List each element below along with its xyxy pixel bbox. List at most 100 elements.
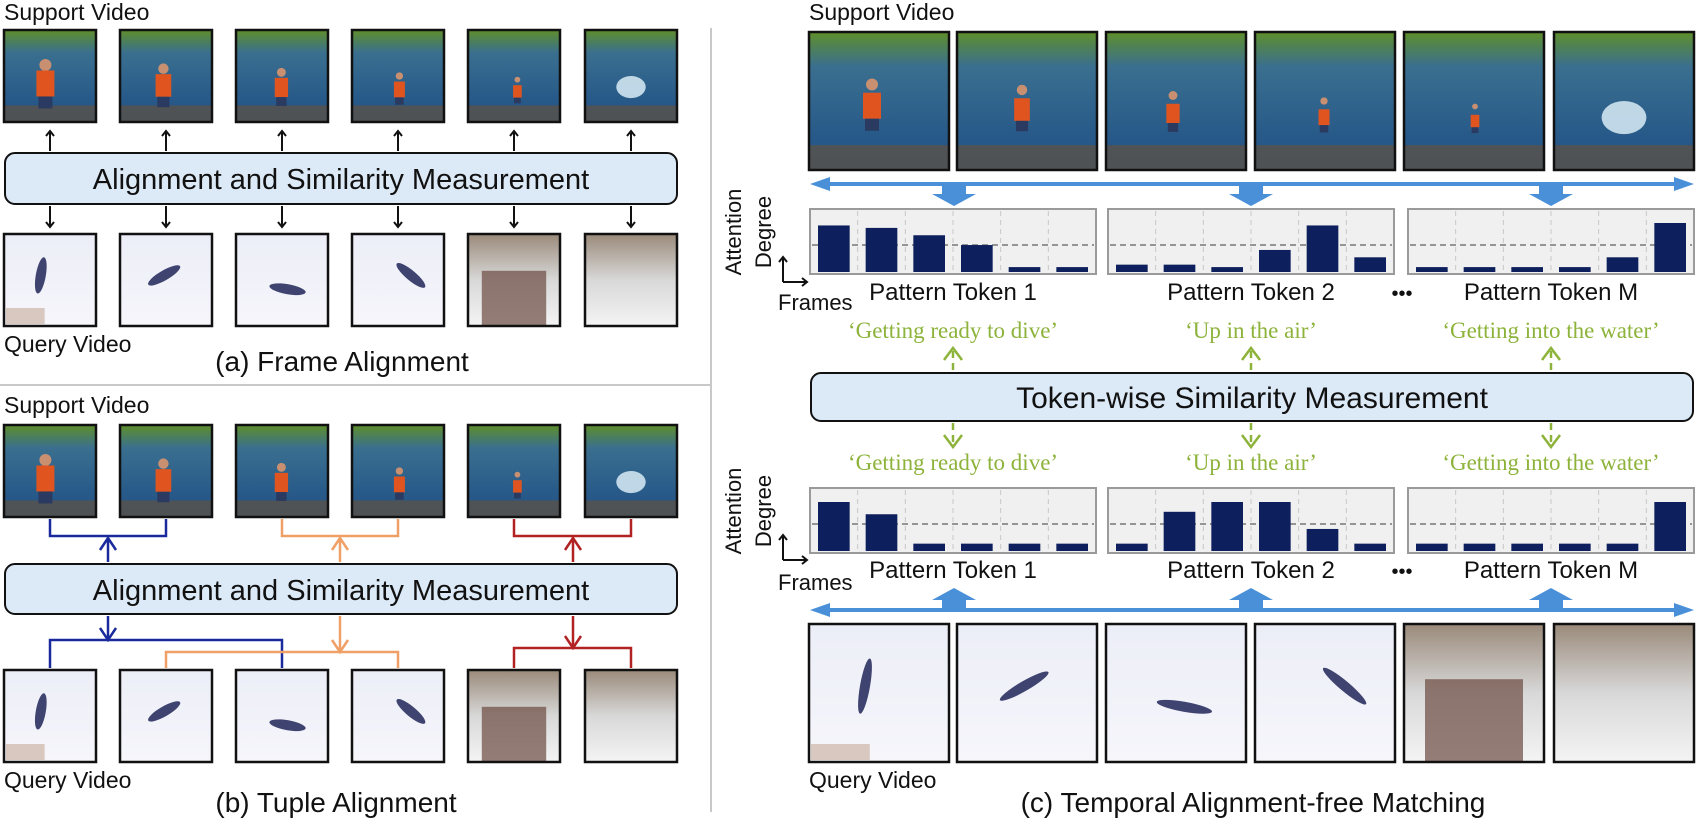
phase-label-top-m: ‘Getting into the water’ [1442,318,1659,343]
support-attention-chart-3 [1407,208,1695,275]
support-attention-bar-2-1 [1116,264,1148,272]
support-frame-c-2 [955,30,1099,172]
support-video-label-a: Support Video [4,0,149,25]
token-label-bottom-2: Pattern Token 2 [1167,557,1335,584]
query-attention-chart-3 [1407,487,1695,554]
phase-label-bottom-m: ‘Getting into the water’ [1442,450,1659,475]
support-frames-c [807,30,1696,172]
support-attention-bar-2-6 [1354,257,1386,272]
phase-label-bottom-1: ‘Getting ready to dive’ [848,450,1058,475]
query-frame-c-4 [1253,622,1397,764]
attention-charts-query [809,487,1695,554]
alignment-box-label-a: Alignment and Similarity Measurement [93,164,589,196]
query-attention-chart-2 [1107,487,1395,554]
support-attention-bar-3-3 [1511,267,1543,272]
support-frame-a-4 [350,28,446,124]
query-frame-a-6 [583,232,679,328]
panel-c: Support Video Attention Degree Frames Pa… [721,0,1696,818]
query-bracket-b-1 [48,638,284,668]
support-frame-a-3 [234,28,330,124]
support-frame-b-1 [2,423,98,519]
support-attention-bar-1-3 [913,235,945,272]
support-frame-a-1 [2,28,98,124]
support-attention-chart-2 [1107,208,1395,275]
support-frame-b-2 [118,423,214,519]
support-frame-c-1 [807,30,951,172]
panel-a: Support Video Alignment and Similarity M… [2,0,679,377]
query-frame-b-3 [234,668,330,764]
axis-label-frames-top: Frames [778,290,853,315]
support-video-label-c: Support Video [809,0,954,25]
query-attention-chart-1 [809,487,1097,554]
alignment-box-a [4,152,678,205]
token-similarity-box [810,372,1694,422]
token-label-top-m: Pattern Token M [1464,279,1638,306]
phase-matching-arrows [943,345,1561,450]
query-frame-a-2 [118,232,214,328]
query-frame-a-5 [466,232,562,328]
support-frame-b-4 [350,423,446,519]
axis-label-degree-top: Degree [751,196,776,268]
support-bracket-b-3 [512,519,633,538]
support-attention-bar-3-4 [1559,267,1591,272]
support-attention-bar-1-1 [818,225,850,272]
caption-b: (b) Tuple Alignment [215,787,456,818]
alignment-box-label-b: Alignment and Similarity Measurement [93,575,589,607]
support-attention-bar-3-6 [1654,223,1686,272]
attention-charts-support [809,208,1695,275]
query-attention-bar-2-5 [1306,528,1339,551]
query-attention-bar-2-6 [1354,543,1386,551]
query-attention-bar-2-3 [1211,502,1243,551]
query-attention-bar-3-1 [1416,543,1448,551]
query-blue-arrow [810,588,1694,617]
query-attention-bar-1-5 [1008,543,1041,551]
support-attention-bar-1-5 [1008,267,1041,272]
support-frame-c-3 [1104,30,1248,172]
axis-bottom: Attention Degree Frames [721,468,853,595]
query-frame-c-3 [1104,622,1248,764]
query-frame-c-2 [955,622,1099,764]
support-blue-arrow [810,177,1694,206]
query-attention-bar-1-4 [961,543,993,551]
query-frame-c-1 [807,622,951,764]
query-attention-bar-1-3 [913,543,945,551]
support-frame-a-2 [118,28,214,124]
token-label-bottom-m: Pattern Token M [1464,557,1638,584]
axis-label-degree-bottom: Degree [751,475,776,547]
query-attention-bar-2-4 [1259,502,1291,551]
support-attention-bar-2-4 [1259,249,1291,272]
token-label-bottom-1: Pattern Token 1 [869,557,1037,584]
panel-b: Support Video Alignment and Similarity M… [2,392,679,818]
tuple-connectors-b [48,519,633,668]
query-attention-bar-3-3 [1511,543,1543,551]
query-attention-bar-2-1 [1116,543,1148,551]
alignment-arrows-a [45,129,636,229]
query-attention-bar-1-1 [818,502,850,551]
support-frame-c-4 [1253,30,1397,172]
query-frame-b-2 [118,668,214,764]
query-frame-b-1 [2,668,98,764]
alignment-box-b [4,563,678,615]
caption-a: (a) Frame Alignment [215,346,469,377]
caption-c: (c) Temporal Alignment-free Matching [1021,787,1486,818]
query-bracket-b-2 [164,650,400,668]
support-frame-c-6 [1552,30,1696,172]
phase-label-top-1: ‘Getting ready to dive’ [848,318,1058,343]
support-video-label-b: Support Video [4,392,149,418]
query-frame-c-6 [1552,622,1696,764]
ellipsis-bottom: ••• [1391,561,1412,583]
support-attention-bar-1-6 [1056,267,1088,272]
axis-label-frames-bottom: Frames [778,570,853,595]
support-attention-bar-3-2 [1463,267,1496,272]
support-attention-bar-3-5 [1606,257,1639,272]
axis-label-attention-bottom: Attention [721,468,746,555]
support-attention-bar-2-5 [1306,225,1339,272]
support-frame-a-6 [583,28,679,124]
support-frame-a-5 [466,28,562,124]
phase-label-bottom-2: ‘Up in the air’ [1185,450,1317,475]
support-bracket-b-2 [280,519,400,538]
support-attention-bar-3-1 [1416,267,1448,272]
support-attention-chart-1 [809,208,1097,275]
query-frame-b-6 [583,668,679,764]
